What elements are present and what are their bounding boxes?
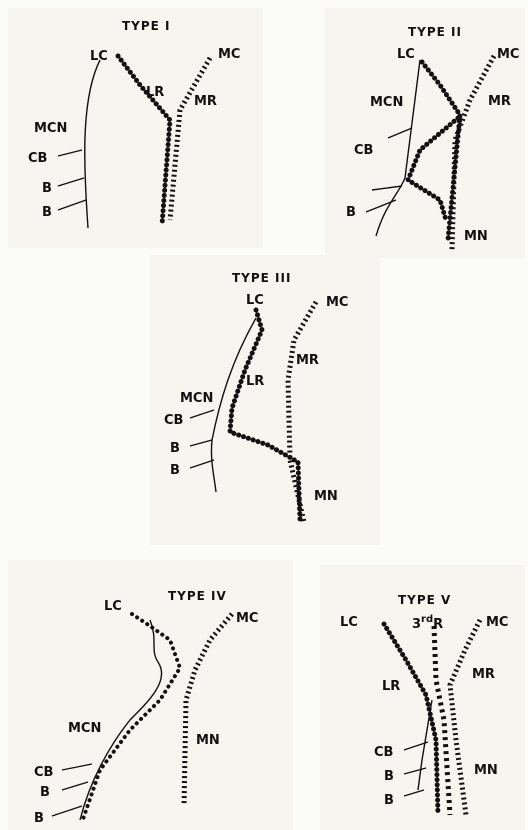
type-2-label-mn: MN <box>464 229 488 244</box>
type-1-b-branch-1 <box>57 177 85 187</box>
type-2-b-branch-2 <box>371 185 403 191</box>
type-2-b-branch <box>365 199 397 213</box>
type-5-b-branch-1 <box>403 767 427 775</box>
type-5-label-mn: MN <box>474 763 498 778</box>
type-1-label-b2: B <box>42 205 52 220</box>
type-3-cb-branch <box>189 409 215 419</box>
type-4-cb-branch <box>61 763 93 771</box>
type-5-lateral-cord <box>381 621 441 818</box>
type-4-label-b1: B <box>40 785 50 800</box>
type-3-diagram: TYPE III LC MC MR LR MCN CB B B MN <box>164 271 348 523</box>
type-5-label-third-suffix: rd <box>421 614 433 625</box>
type-1-label-mcn: MCN <box>34 121 67 136</box>
type-3-b-branch-2 <box>189 459 215 469</box>
type-2-medial-cord <box>449 54 497 251</box>
type-4-label-mn: MN <box>196 733 220 748</box>
type-2-diagram: TYPE II LC MC MCN MR CB B MN <box>346 25 519 251</box>
type-4-b-branch-1 <box>61 781 89 791</box>
type-1-label-lr: LR <box>146 85 164 100</box>
type-5-musculocutaneous-nerve <box>417 699 433 791</box>
type-3-label-lr: LR <box>246 374 264 389</box>
type-4-panel <box>8 560 293 830</box>
type-1-medial-cord <box>167 56 213 221</box>
type-1-title: TYPE I <box>122 19 171 33</box>
type-4-label-lc: LC <box>104 599 122 614</box>
type-5-medial-cord <box>447 618 483 816</box>
type-2-cb-branch <box>387 127 413 139</box>
type-3-b-branch-1 <box>189 439 213 447</box>
type-3-label-mcn: MCN <box>180 391 213 406</box>
type-3-musculocutaneous-nerve <box>210 317 257 493</box>
type-2-label-mr: MR <box>488 94 511 109</box>
type-1-label-b1: B <box>42 181 52 196</box>
type-2-label-cb: CB <box>354 143 373 158</box>
type-4-label-mcn: MCN <box>68 721 101 736</box>
type-5-diagram: TYPE V LC 3rdR MC LR MR CB B B MN <box>340 593 508 818</box>
type-2-label-mc: MC <box>497 47 519 62</box>
type-3-label-mr: MR <box>296 353 319 368</box>
type-3-title: TYPE III <box>232 271 291 285</box>
type-4-label-b2: B <box>34 811 44 826</box>
type-1-label-lc: LC <box>90 49 108 64</box>
type-3-label-b2: B <box>170 463 180 478</box>
type-4-label-mc: MC <box>236 611 258 626</box>
type-2-title: TYPE II <box>408 25 462 39</box>
type-5-third-root <box>431 625 453 816</box>
type-1-musculocutaneous-nerve <box>84 59 101 229</box>
type-5-label-mc: MC <box>486 615 508 630</box>
type-1-label-mc: MC <box>218 47 240 62</box>
type-5-panel <box>320 565 525 830</box>
type-4-medial-cord <box>181 612 234 807</box>
type-4-diagram: TYPE IV LC MC MCN MN CB B B <box>34 589 258 826</box>
type-4-b-branch-2 <box>51 805 83 817</box>
type-5-b-branch-2 <box>403 789 425 797</box>
type-2-lateral-root-communication <box>404 115 461 223</box>
type-1-label-cb: CB <box>28 151 47 166</box>
type-5-label-third-r: R <box>433 617 443 632</box>
type-5-cb-branch <box>403 741 429 751</box>
type-1-label-mr: MR <box>194 94 217 109</box>
type-4-title: TYPE IV <box>168 589 227 603</box>
type-3-lateral-cord <box>227 307 303 523</box>
type-4-musculocutaneous-nerve <box>79 619 163 821</box>
type-5-label-mr: MR <box>472 667 495 682</box>
type-5-label-b2: B <box>384 793 394 808</box>
type-4-label-cb: CB <box>34 765 53 780</box>
type-1-cb-branch <box>57 149 83 157</box>
type-5-label-cb: CB <box>374 745 393 760</box>
type-1-panel <box>8 8 263 248</box>
type-5-label-third: 3rdR <box>412 614 443 632</box>
type-1-lateral-cord <box>115 53 173 228</box>
type-5-label-lr: LR <box>382 679 400 694</box>
type-2-label-lc: LC <box>397 47 415 62</box>
type-4-lateral-cord <box>80 612 183 824</box>
type-3-label-lc: LC <box>246 293 264 308</box>
type-1-diagram: TYPE I LC MC LR MR MCN CB B B <box>28 19 240 229</box>
type-3-label-b1: B <box>170 441 180 456</box>
type-2-panel <box>325 8 525 258</box>
type-3-panel <box>150 255 380 545</box>
type-2-musculocutaneous-nerve <box>375 59 421 237</box>
type-2-label-b: B <box>346 205 356 220</box>
type-5-title: TYPE V <box>398 593 451 607</box>
type-5-label-third-number: 3 <box>412 617 421 632</box>
type-3-label-cb: CB <box>164 413 183 428</box>
type-5-label-b1: B <box>384 769 394 784</box>
type-3-label-mc: MC <box>326 295 348 310</box>
type-2-label-mcn: MCN <box>370 95 403 110</box>
type-1-b-branch-2 <box>57 199 87 211</box>
type-5-label-lc: LC <box>340 615 358 630</box>
type-3-medial-cord <box>285 300 319 523</box>
type-3-label-mn: MN <box>314 489 338 504</box>
